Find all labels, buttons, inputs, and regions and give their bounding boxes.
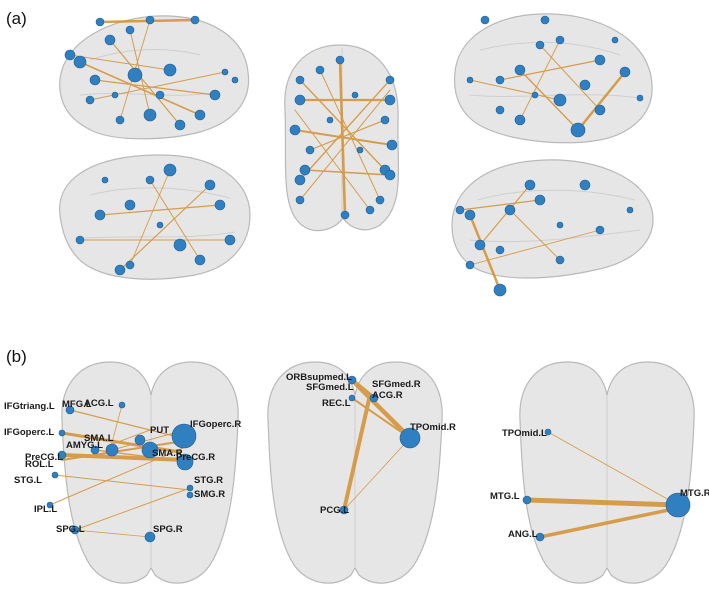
brain-lateral-left-top (60, 16, 249, 139)
region-label: IFGoperc.R (190, 419, 241, 430)
region-label: REC.L (322, 398, 351, 409)
panel-label-a: (a) (6, 9, 27, 28)
brain-axial-b1 (62, 362, 238, 583)
region-label: PUT (150, 425, 169, 436)
region-label: STG.R (194, 475, 223, 486)
panel-label-b: (b) (6, 347, 27, 366)
region-label: ANG.L (508, 529, 538, 540)
region-label: AMYG.L (66, 440, 103, 451)
brain-axial-b2 (268, 362, 442, 583)
region-label: TPOmid.L (502, 428, 547, 439)
region-label: SFGmed.R (372, 379, 421, 390)
region-label: IFGoperc.L (4, 427, 54, 438)
brain-lateral-right-bottom (452, 160, 653, 278)
region-label: MTG.R (680, 488, 709, 499)
brain-axial-b3 (520, 362, 694, 583)
region-label: ACG.L (84, 398, 114, 409)
region-label: ACG.R (372, 390, 403, 401)
brain-lateral-left-bottom (60, 155, 250, 279)
region-label: SMG.R (194, 489, 225, 500)
region-label: IFGtriang.L (4, 401, 55, 412)
region-label: PreCG.R (176, 452, 215, 463)
region-label: STG.L (14, 475, 42, 486)
region-label: SPG.L (56, 524, 85, 535)
region-label: SPG.R (153, 524, 183, 535)
region-label: MTG.L (490, 491, 520, 502)
brain-lateral-right-top (455, 14, 653, 143)
region-label: PCG.L (320, 505, 349, 516)
region-label: ROL.L (25, 459, 54, 470)
region-label: TPOmid.R (410, 422, 456, 433)
region-label: IPL.L (34, 504, 57, 515)
region-label: SFGmed.L (306, 382, 354, 393)
